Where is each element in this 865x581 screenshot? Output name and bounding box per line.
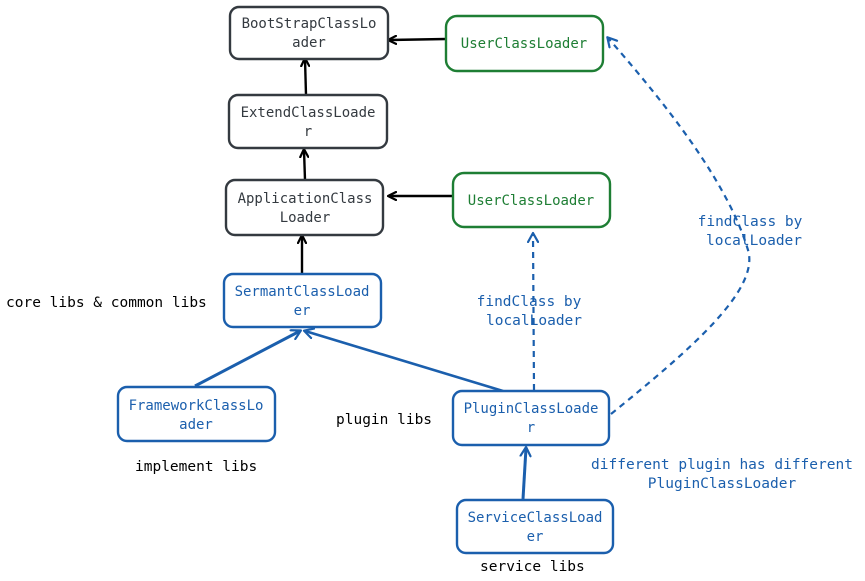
node-extend-line1: ExtendClassLoade <box>241 105 376 121</box>
node-user-classloader-top: UserClassLoader <box>444 14 605 73</box>
label-implement-libs: implement libs <box>135 459 257 475</box>
node-application-classloader: ApplicationClass Loader <box>224 178 385 237</box>
node-service-line1: ServiceClassLoad <box>468 510 603 526</box>
node-service-line2: er <box>527 529 544 545</box>
label-different-line1: different plugin has different <box>591 457 853 473</box>
node-sermant-line2: er <box>294 303 311 319</box>
node-service-classloader: ServiceClassLoad er <box>455 498 615 555</box>
node-plugin-classloader: PluginClassLoade r <box>451 389 611 447</box>
label-findclass-mid-line1: findClass by <box>477 294 582 310</box>
node-user-classloader-mid: UserClassLoader <box>451 171 612 229</box>
node-plugin-line2: r <box>527 420 535 436</box>
edge-plugin-to-sermant <box>305 331 504 393</box>
node-application-line2: Loader <box>280 210 331 226</box>
edge-framework-to-sermant <box>194 331 300 388</box>
edge-plugin-to-usermid-dashed <box>533 234 534 391</box>
node-extend-classloader: ExtendClassLoade r <box>227 93 389 150</box>
edge-extend-to-bootstrap <box>305 59 306 96</box>
label-findclass-mid-line2: localLoader <box>486 313 582 329</box>
label-plugin-libs: plugin libs <box>336 412 432 428</box>
node-framework-line1: FrameworkClassLo <box>129 398 264 414</box>
edges <box>194 38 751 500</box>
label-different-line2: PluginClassLoader <box>648 476 797 492</box>
node-user-mid-label: UserClassLoader <box>468 193 594 209</box>
label-findclass-right-line2: localLoader <box>706 233 802 249</box>
edge-service-to-plugin <box>523 448 526 500</box>
edge-application-to-extend <box>304 150 305 181</box>
node-framework-line2: ader <box>179 417 213 433</box>
node-sermant-classloader: SermantClassLoad er <box>222 272 383 329</box>
node-extend-line2: r <box>304 124 312 140</box>
node-sermant-line1: SermantClassLoad <box>235 284 370 300</box>
node-bootstrap-line2: ader <box>292 35 326 51</box>
node-bootstrap-classloader: BootStrapClassLo ader <box>228 5 390 61</box>
edge-usertop-to-bootstrap <box>389 39 447 40</box>
node-framework-classloader: FrameworkClassLo ader <box>116 385 277 443</box>
label-core-libs: core libs & common libs <box>6 295 207 311</box>
label-service-libs: service libs <box>480 559 585 575</box>
node-application-line1: ApplicationClass <box>238 191 373 207</box>
edge-plugin-to-usertop-dashed <box>608 38 751 415</box>
node-plugin-line1: PluginClassLoade <box>464 401 599 417</box>
label-findclass-right-line1: findClass by <box>698 214 803 230</box>
node-user-top-label: UserClassLoader <box>461 36 587 52</box>
node-bootstrap-line1: BootStrapClassLo <box>242 16 377 32</box>
